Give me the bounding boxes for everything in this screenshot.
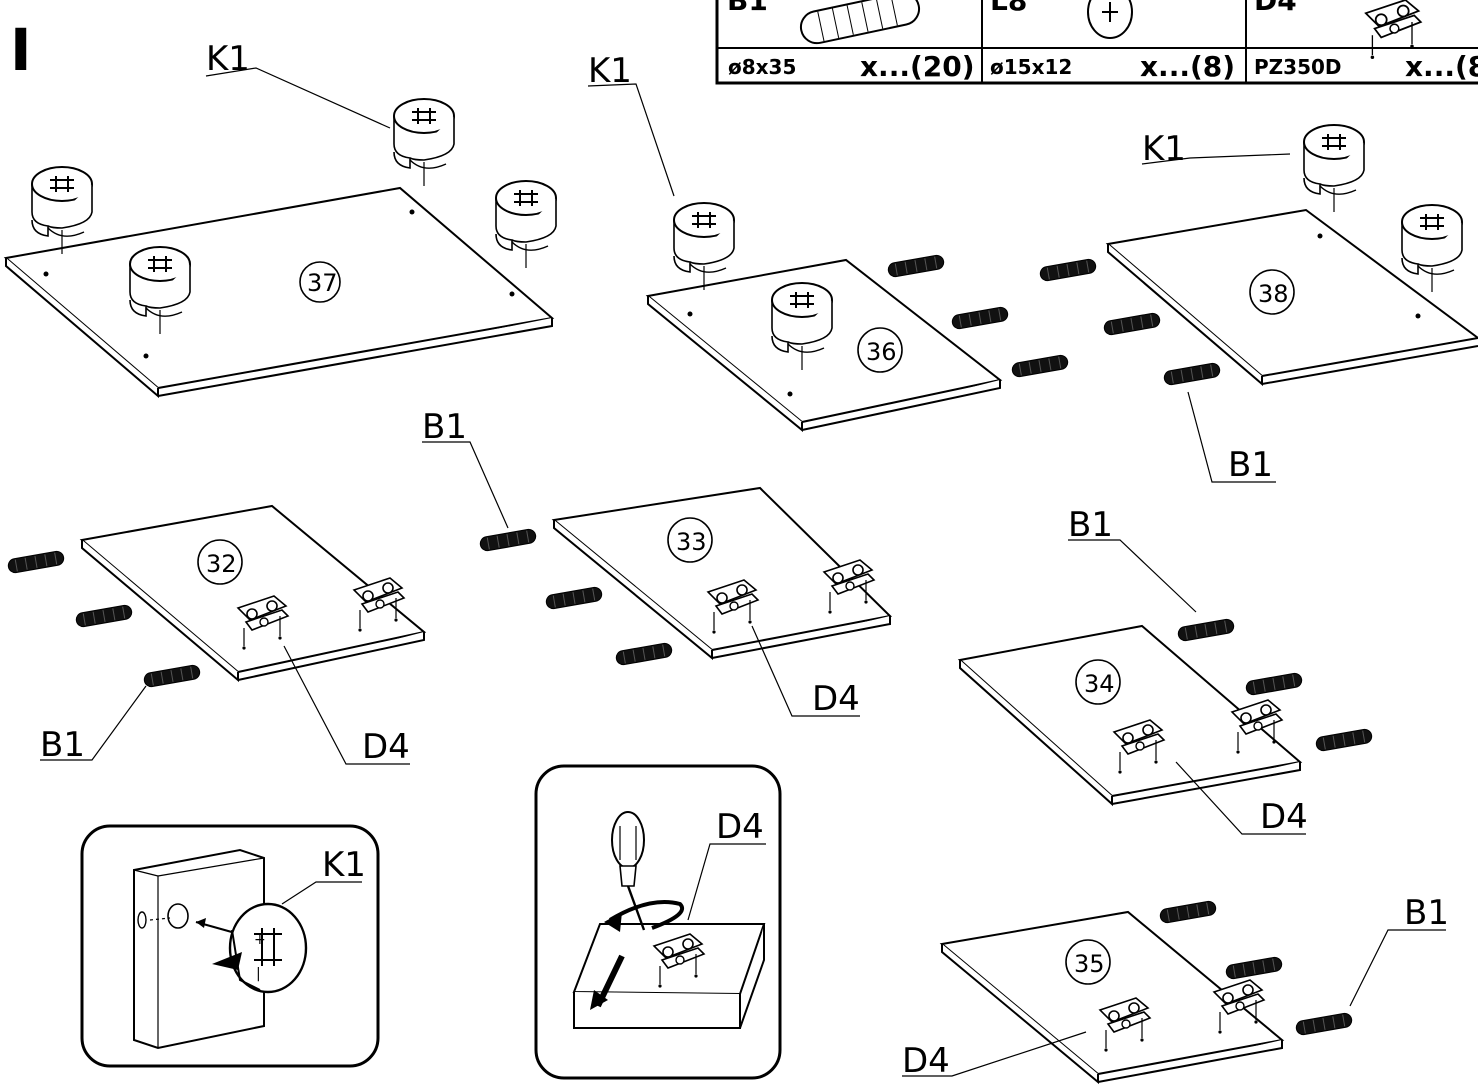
panel-36: 36 K1 bbox=[587, 51, 1070, 433]
cam-lock-fitting bbox=[673, 202, 735, 291]
parts-table-code-d4: D4 bbox=[1254, 0, 1297, 17]
callout-b1-38: B1 bbox=[1228, 445, 1273, 485]
wooden-dowel bbox=[1158, 899, 1218, 925]
step-number: I bbox=[10, 16, 32, 84]
wooden-dowel bbox=[1244, 671, 1304, 697]
wooden-dowel bbox=[886, 253, 946, 279]
callout-b1-33: B1 bbox=[422, 407, 467, 447]
rotate-arrow-icon bbox=[608, 900, 684, 930]
wooden-dowel bbox=[1294, 1011, 1354, 1037]
svg-text:|: | bbox=[256, 966, 261, 982]
parts-table-code-l8: L8 bbox=[990, 0, 1027, 17]
wooden-dowel bbox=[1010, 353, 1070, 379]
cam-inset-label: K1 bbox=[322, 845, 366, 885]
parts-table-qty-d4: x...(8) bbox=[1405, 50, 1478, 83]
wooden-dowel bbox=[74, 603, 134, 629]
wooden-dowel bbox=[544, 585, 604, 611]
dowel-icon bbox=[799, 0, 921, 45]
panel-32-number: 32 bbox=[206, 550, 237, 578]
panel-33-number: 33 bbox=[676, 528, 707, 556]
panel-38: 38 K1 B1 bbox=[1038, 124, 1478, 485]
callout-b1-32: B1 bbox=[40, 725, 85, 765]
svg-text:+: + bbox=[254, 932, 266, 948]
panel-38-number: 38 bbox=[1258, 280, 1289, 308]
wooden-dowel bbox=[1102, 311, 1162, 337]
wooden-dowel bbox=[478, 527, 538, 553]
callout-d4-35: D4 bbox=[902, 1041, 950, 1081]
wooden-dowel bbox=[1162, 361, 1222, 387]
panel-36-number: 36 bbox=[866, 338, 897, 366]
wooden-dowel bbox=[1038, 257, 1098, 283]
cam-lock-fitting bbox=[1401, 204, 1463, 293]
parts-table-code-b1: B1 bbox=[727, 0, 768, 17]
wooden-dowel bbox=[614, 641, 674, 667]
panel-37-number: 37 bbox=[307, 269, 338, 297]
cam-lock-fitting bbox=[393, 98, 455, 187]
wooden-dowel bbox=[1176, 617, 1236, 643]
panel-32: 32 B1 D4 bbox=[6, 504, 427, 767]
wooden-dowel bbox=[950, 305, 1010, 331]
callout-d4-33: D4 bbox=[812, 679, 860, 719]
parts-table-dim-b1: ø8x35 bbox=[728, 55, 796, 79]
wooden-dowel bbox=[6, 549, 66, 575]
panel-35: 35 B1 D4 bbox=[902, 893, 1449, 1085]
panel-35-number: 35 bbox=[1074, 950, 1105, 978]
cam-lock-icon bbox=[1087, 0, 1133, 39]
cam-lock-fitting bbox=[1303, 124, 1365, 213]
parts-table-dim-l8: ø15x12 bbox=[990, 55, 1072, 79]
parts-table-dim-d4: PZ350D bbox=[1254, 55, 1342, 79]
panel-37: 37 K1 bbox=[3, 39, 557, 399]
wooden-dowel bbox=[1314, 727, 1374, 753]
screwdriver-inset: D4 bbox=[534, 764, 782, 1080]
parts-table-qty-l8: x...(8) bbox=[1140, 50, 1235, 83]
callout-k1-38: K1 bbox=[1142, 129, 1186, 169]
callout-b1-34: B1 bbox=[1068, 505, 1113, 545]
cam-lock-fitting bbox=[495, 180, 557, 269]
screwdriver-icon bbox=[611, 811, 646, 931]
wooden-dowel bbox=[1224, 955, 1284, 981]
callout-b1-35: B1 bbox=[1404, 893, 1449, 933]
parts-table-qty-b1: x...(20) bbox=[860, 50, 975, 83]
wooden-dowel bbox=[142, 663, 202, 689]
panel-34: 34 B1 D4 bbox=[957, 505, 1374, 837]
cam-lock-fitting bbox=[31, 166, 93, 255]
callout-d4-34: D4 bbox=[1260, 797, 1308, 837]
screwdriver-inset-label: D4 bbox=[716, 807, 764, 847]
callout-d4-32: D4 bbox=[362, 727, 410, 767]
cam-lock-inset: + | K1 bbox=[80, 824, 380, 1068]
panel-33: 33 B1 D4 bbox=[422, 407, 893, 719]
parts-table: B1 L8 D4 ø8x35 x...(20) ø15x12 x...(8) P… bbox=[715, 0, 1478, 85]
panel-34-number: 34 bbox=[1084, 670, 1115, 698]
